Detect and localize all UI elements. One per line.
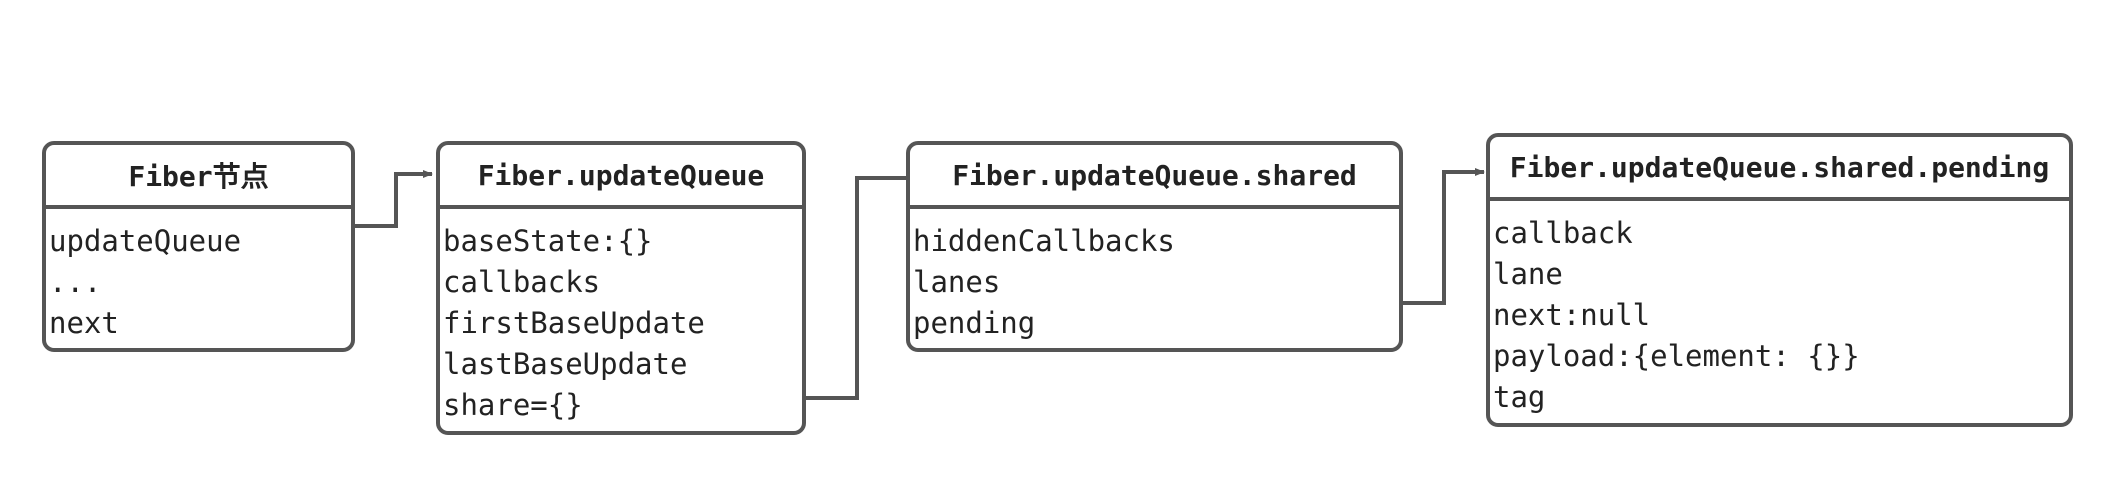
- field-share: share={}: [443, 388, 583, 422]
- field-next-null: next:null: [1493, 298, 1651, 332]
- shared-title: Fiber.updateQueue.shared: [910, 145, 1399, 209]
- field-lane: lane: [1493, 257, 1563, 291]
- update-queue-fields: baseState:{} callbacks firstBaseUpdate l…: [440, 209, 802, 426]
- fiber-node-box: Fiber节点 updateQueue ... next: [42, 141, 355, 352]
- field-hiddencallbacks: hiddenCallbacks: [913, 224, 1175, 258]
- field-lanes: lanes: [913, 265, 1001, 299]
- fiber-node-title: Fiber节点: [46, 145, 351, 209]
- field-payload: payload:{element: {}}: [1493, 339, 1860, 373]
- field-lastbaseupdate: lastBaseUpdate: [443, 347, 688, 381]
- connector-shared-to-pending: [1401, 168, 1485, 305]
- field-pending: pending: [913, 306, 1036, 340]
- update-queue-title: Fiber.updateQueue: [440, 145, 802, 209]
- shared-fields: hiddenCallbacks lanes pending: [910, 209, 1399, 344]
- connector-fiber-to-updatequeue: [354, 170, 433, 228]
- field-updatequeue: updateQueue: [49, 224, 242, 258]
- field-basestate: baseState:{}: [443, 224, 653, 258]
- pending-fields: callback lane next:null payload:{element…: [1490, 201, 2069, 418]
- connector-updatequeue-to-shared: [805, 174, 917, 400]
- field-callbacks: callbacks: [443, 265, 601, 299]
- pending-title: Fiber.updateQueue.shared.pending: [1490, 137, 2069, 201]
- update-queue-box: Fiber.updateQueue baseState:{} callbacks…: [436, 141, 806, 435]
- fiber-node-fields: updateQueue ... next: [46, 209, 351, 344]
- field-next: next: [49, 306, 119, 340]
- pending-box: Fiber.updateQueue.shared.pending callbac…: [1486, 133, 2073, 427]
- field-tag: tag: [1493, 380, 1546, 414]
- field-firstbaseupdate: firstBaseUpdate: [443, 306, 705, 340]
- shared-box: Fiber.updateQueue.shared hiddenCallbacks…: [906, 141, 1403, 352]
- field-callback: callback: [1493, 216, 1633, 250]
- field-ellipsis: ...: [49, 265, 102, 299]
